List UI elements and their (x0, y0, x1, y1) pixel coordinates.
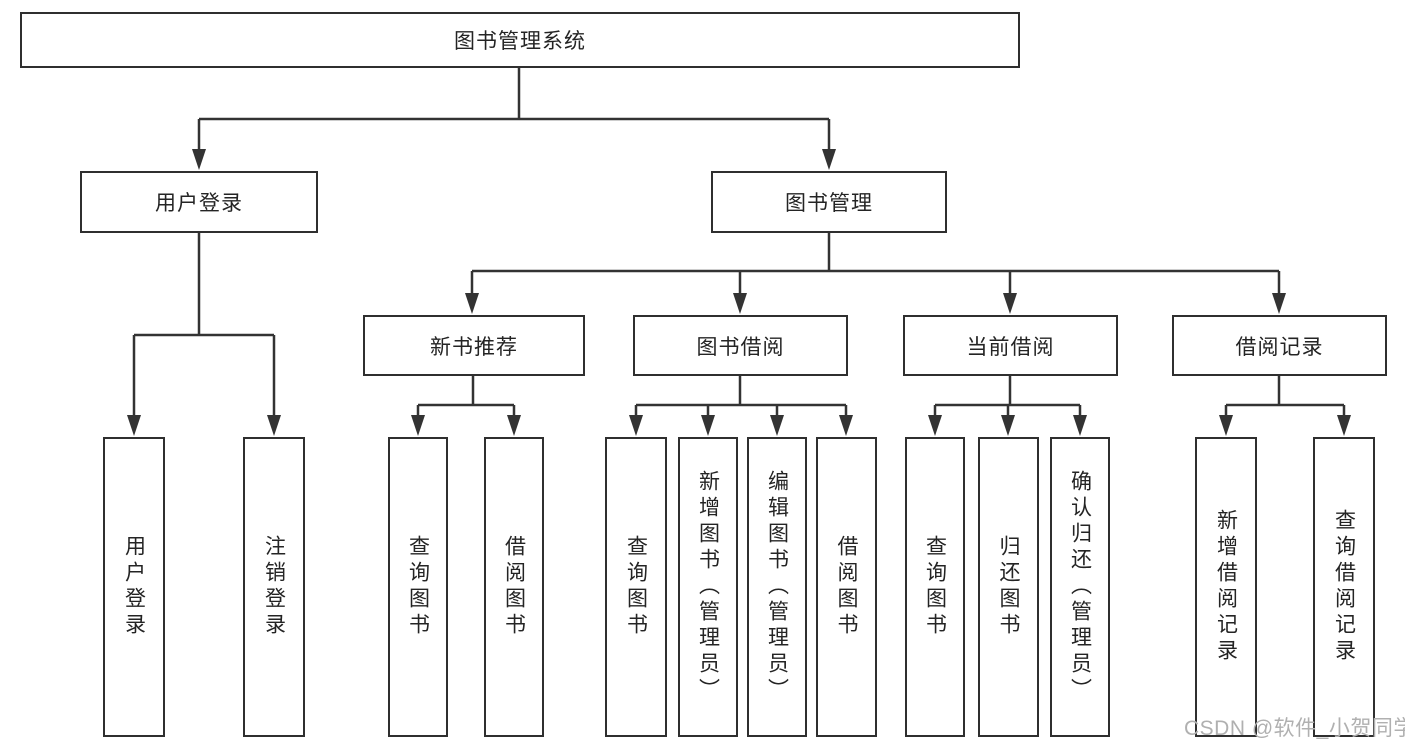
node-label: 注销登录 (262, 535, 286, 639)
leaf-edit-book-admin: 编辑图书（管理员） (747, 437, 807, 737)
connector-user-login (127, 233, 281, 436)
leaf-query-book-recommend: 查询图书 (388, 437, 448, 737)
node-label: 新增借阅记录 (1214, 509, 1238, 665)
leaf-query-book-current: 查询图书 (905, 437, 965, 737)
node-current-borrow: 当前借阅 (903, 315, 1118, 376)
node-label: 图书管理系统 (454, 30, 586, 53)
connector-current-borrow (928, 376, 1087, 436)
node-label: 归还图书 (997, 535, 1020, 639)
node-book-borrow: 图书借阅 (633, 315, 848, 376)
connector-book-management (465, 233, 1286, 314)
leaf-borrow-book-recommend: 借阅图书 (484, 437, 544, 737)
connector-root (192, 68, 836, 170)
watermark: CSDN @软件_小贺同学 (1184, 717, 1405, 740)
node-label: 图书管理 (785, 192, 873, 215)
node-user-login: 用户登录 (80, 171, 318, 233)
leaf-add-borrow-record: 新增借阅记录 (1195, 437, 1257, 737)
node-label: 借阅图书 (835, 535, 858, 639)
leaf-confirm-return-admin: 确认归还（管理员） (1050, 437, 1110, 737)
node-label: 查询图书 (406, 535, 430, 639)
node-borrow-records: 借阅记录 (1172, 315, 1387, 376)
node-label: 新书推荐 (430, 335, 518, 359)
node-label: 借阅记录 (1235, 335, 1324, 359)
node-label: 查询图书 (624, 535, 648, 639)
leaf-add-book-admin: 新增图书（管理员） (678, 437, 738, 737)
node-label: 用户登录 (122, 535, 146, 639)
connector-book-borrow (629, 376, 853, 436)
node-label: 用户登录 (155, 192, 243, 215)
node-label: 图书借阅 (696, 335, 785, 359)
leaf-borrow-book: 借阅图书 (816, 437, 877, 737)
connector-new-book-recommend (411, 376, 521, 436)
node-new-book-recommend: 新书推荐 (363, 315, 585, 376)
leaf-user-login: 用户登录 (103, 437, 165, 737)
leaf-query-book-borrow: 查询图书 (605, 437, 667, 737)
leaf-query-borrow-record: 查询借阅记录 (1313, 437, 1375, 737)
leaf-return-book: 归还图书 (978, 437, 1039, 737)
node-label: 当前借阅 (966, 335, 1055, 359)
node-label: 查询图书 (923, 535, 947, 639)
node-label: 查询借阅记录 (1332, 509, 1356, 665)
leaf-logout: 注销登录 (243, 437, 305, 737)
node-book-management: 图书管理 (711, 171, 947, 233)
connector-borrow-records (1219, 376, 1351, 436)
node-library-management-system: 图书管理系统 (20, 12, 1020, 68)
node-label: 确认归还（管理员） (1068, 470, 1092, 704)
node-label: 借阅图书 (502, 535, 526, 639)
node-label: 新增图书（管理员） (696, 470, 720, 704)
node-label: 编辑图书（管理员） (765, 470, 789, 704)
